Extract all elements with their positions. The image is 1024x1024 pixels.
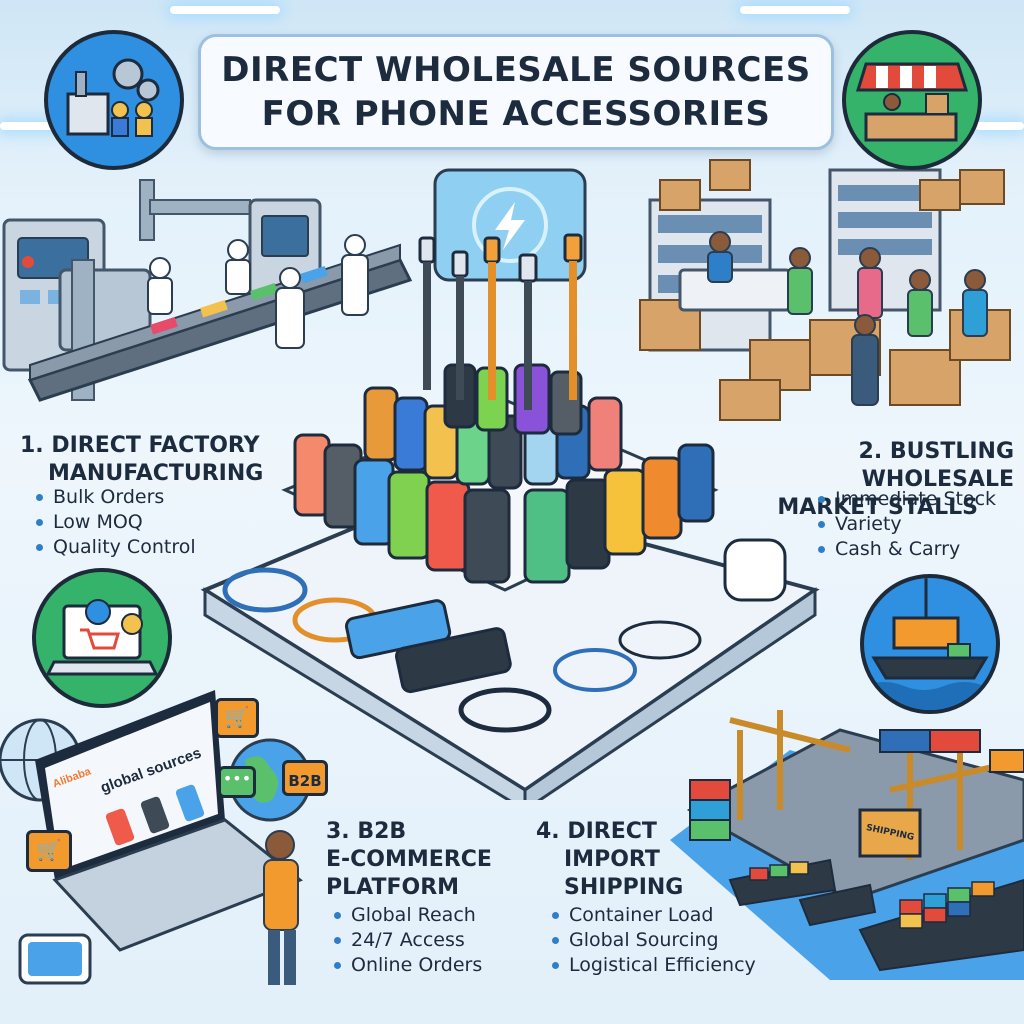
- laptop-cart-icon: [45, 599, 159, 676]
- ceiling-light: [975, 122, 1024, 130]
- section-1-bullets: Bulk Orders Low MOQ Quality Control: [36, 485, 196, 560]
- market-scene: [620, 140, 1024, 430]
- cart-icon: 🛒: [215, 698, 259, 738]
- section-2-bullets: Immediate Stock Variety Cash & Carry: [818, 487, 996, 562]
- b2b-scene: Alibaba global sources 🛒 🛒 ••• B2B: [0, 690, 330, 1024]
- list-item: Low MOQ: [36, 510, 196, 535]
- section-3-bullets: Global Reach 24/7 Access Online Orders: [334, 903, 482, 978]
- lightning-icon: [495, 202, 525, 250]
- chat-bubble-dots: •••: [218, 766, 256, 798]
- list-item: Logistical Efficiency: [552, 953, 756, 978]
- ecommerce-badge: [32, 568, 172, 708]
- ceiling-light: [740, 6, 850, 14]
- list-item: Online Orders: [334, 953, 482, 978]
- cart-icon: 🛒: [26, 830, 72, 872]
- list-item: Global Reach: [334, 903, 482, 928]
- list-item: 24/7 Access: [334, 928, 482, 953]
- product-display: [195, 160, 825, 800]
- list-item: Bulk Orders: [36, 485, 196, 510]
- ceiling-light: [0, 122, 60, 130]
- factory-badge: [44, 30, 184, 170]
- cargo-ship-icon: [864, 578, 996, 710]
- list-item: Variety: [818, 512, 996, 537]
- section-4-bullets: Container Load Global Sourcing Logistica…: [552, 903, 756, 978]
- list-item: Quality Control: [36, 535, 196, 560]
- factory-scene: [0, 150, 420, 420]
- market-stall-icon: [855, 62, 969, 142]
- market-badge: [842, 30, 982, 170]
- section-1-title: 1. DIRECT FACTORY MANUFACTURING: [20, 433, 264, 486]
- title-line-2: FOR PHONE ACCESSORIES: [261, 94, 771, 134]
- section-4-title: 4. DIRECT IMPORT SHIPPING: [536, 819, 684, 900]
- factory-icon: [66, 58, 160, 137]
- ceiling-light: [170, 6, 280, 14]
- section-2-title: 2. BUSTLING WHOLESALE MARKET STALLS: [777, 439, 1014, 520]
- list-item: Immediate Stock: [818, 487, 996, 512]
- title-line-1: DIRECT WHOLESALE SOURCES: [221, 50, 811, 90]
- list-item: Global Sourcing: [552, 928, 756, 953]
- section-3-title: 3. B2B E-COMMERCE PLATFORM: [326, 819, 492, 900]
- list-item: Cash & Carry: [818, 537, 996, 562]
- list-item: Container Load: [552, 903, 756, 928]
- b2b-chat-bubble: B2B: [282, 760, 328, 796]
- title-banner: DIRECT WHOLESALE SOURCES FOR PHONE ACCES…: [198, 34, 834, 150]
- shipping-badge: [860, 574, 1000, 714]
- port-scene: SHIPPING: [670, 690, 1024, 990]
